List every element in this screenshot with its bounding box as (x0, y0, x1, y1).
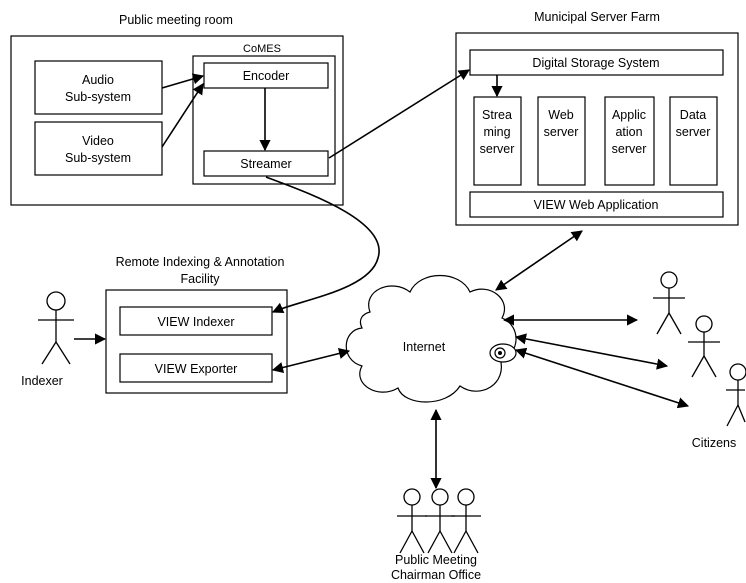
exporter-internet-link (271, 348, 351, 373)
video-to-encoder-arrow (161, 83, 204, 148)
app-label-line3: server (612, 142, 647, 156)
audio-label-line2: Sub-system (65, 90, 131, 104)
streaming-label-line1: Strea (482, 108, 512, 122)
indexer-label: Indexer (21, 374, 63, 388)
view-indexer-box: VIEW Indexer (119, 306, 273, 336)
citizen-stick-figure-3 (726, 363, 746, 427)
remote-facility-title-line2: Facility (181, 272, 221, 286)
internet-web-app-link (495, 230, 583, 291)
digital-storage-label: Digital Storage System (532, 56, 659, 70)
view-exporter-box: VIEW Exporter (119, 353, 273, 383)
view-web-application-label: VIEW Web Application (534, 198, 659, 212)
streamer-to-indexer-curve (265, 176, 380, 314)
municipal-server-farm-title: Municipal Server Farm (534, 10, 660, 24)
public-meeting-room-title: Public meeting room (119, 13, 233, 27)
video-label-line1: Video (82, 134, 114, 148)
video-label-line2: Sub-system (65, 151, 131, 165)
streamer-to-storage-arrow (328, 69, 470, 159)
citizen-stick-figure-2 (688, 315, 720, 378)
data-label-line1: Data (680, 108, 706, 122)
chairman-label-line1: Public Meeting (395, 553, 477, 567)
audio-to-encoder-arrow (161, 73, 205, 89)
web-label-line1: Web (548, 108, 574, 122)
internet-citizen-3-link (514, 347, 690, 409)
chairman-office-stick-figures (397, 488, 481, 554)
web-server-box: Web server (537, 96, 586, 186)
citizens-label: Citizens (692, 436, 736, 450)
view-web-application-box: VIEW Web Application (469, 191, 724, 218)
app-label-line1: Applic (612, 108, 646, 122)
web-label-line2: server (544, 125, 579, 139)
chairman-label-line2: Chairman Office (391, 568, 481, 582)
data-server-box: Data server (669, 96, 718, 186)
internet-citizen-2-link (514, 333, 669, 370)
audio-label-line1: Audio (82, 73, 114, 87)
streaming-label-line2: ming (483, 125, 510, 139)
view-indexer-label: VIEW Indexer (157, 315, 234, 329)
streaming-label-line3: server (480, 142, 515, 156)
video-subsystem: Video Sub-system (34, 121, 163, 176)
streamer-box: Streamer (203, 150, 329, 177)
remote-facility-title-line1: Remote Indexing & Annotation (116, 255, 285, 269)
streaming-server-box: Strea ming server (473, 96, 522, 186)
digital-storage-box: Digital Storage System (469, 49, 724, 76)
app-label-line2: ation (615, 125, 642, 139)
internet-label: Internet (403, 340, 446, 354)
data-label-line2: server (676, 125, 711, 139)
application-server-box: Applic ation server (604, 96, 655, 186)
audio-subsystem: Audio Sub-system (34, 60, 163, 115)
citizen-stick-figure-1 (653, 271, 685, 335)
streamer-label: Streamer (240, 157, 291, 171)
indexer-stick-figure (38, 291, 74, 365)
encoder-label: Encoder (243, 69, 290, 83)
webcam-icon (489, 343, 517, 363)
comes-title: CoMES (243, 43, 281, 55)
encoder-box: Encoder (203, 62, 329, 89)
view-exporter-label: VIEW Exporter (155, 362, 238, 376)
internet-cloud: Internet (345, 274, 517, 403)
